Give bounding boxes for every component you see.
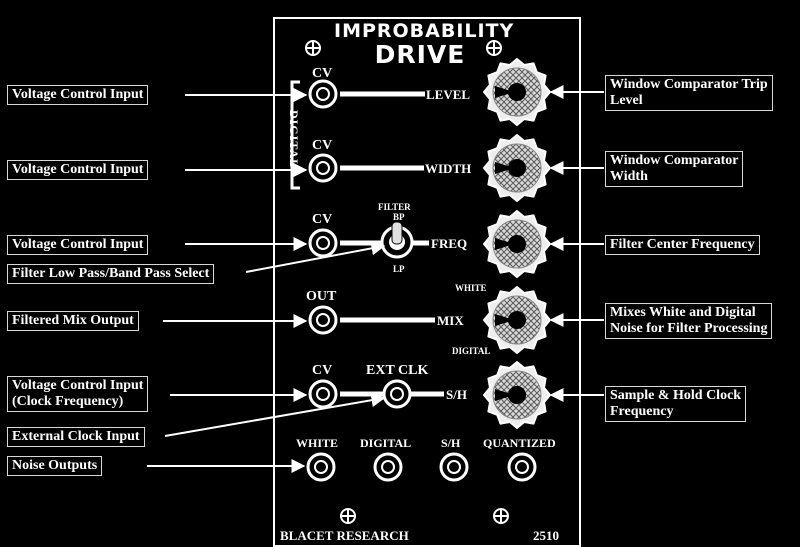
label-out-sh: S/H [441,436,461,450]
callout-text: Filtered Mix Output [12,313,134,328]
callout-sample-hold-clock: Sample & Hold Clock Frequency [605,386,747,422]
jack-cv-sh[interactable] [308,379,338,409]
label-filter: FILTER [378,202,411,212]
label-width: WIDTH [425,161,472,176]
jack-ext-clk[interactable] [382,379,412,409]
callout-noise-outputs: Noise Outputs [7,456,103,476]
callout-text: (Clock Frequency) [12,394,124,409]
jack-out[interactable] [308,305,338,335]
callout-text: Window Comparator [610,153,739,168]
jack-out-quantized[interactable] [507,452,537,482]
label-out-white: WHITE [296,436,339,450]
mounting-screw-icon [305,40,321,56]
callout-external-clock-input: External Clock Input [7,427,145,447]
label-digital-bracket: DIGITAL [287,110,301,169]
knob-sh[interactable] [483,361,551,429]
label-out-digital: DIGITAL [360,436,412,450]
knob-level[interactable] [483,58,551,126]
jack-out-sh[interactable] [439,452,469,482]
callout-text: Noise for Filter Processing [610,321,768,336]
label-sh: S/H [446,387,467,402]
callout-text: Frequency [610,404,674,419]
callout-text: Sample & Hold Clock [610,388,742,403]
callout-mix-white-digital: Mixes White and Digital Noise for Filter… [605,303,773,339]
callout-voltage-control-clock: Voltage Control Input (Clock Frequency) [7,376,149,412]
label-lp: LP [393,264,405,274]
jack-cv-width[interactable] [308,153,338,183]
mounting-screw-icon [340,508,356,524]
callout-text: External Clock Input [12,429,140,444]
module-model: 2510 [533,528,559,543]
callout-text: Mixes White and Digital [610,305,756,320]
callout-filter-select: Filter Low Pass/Band Pass Select [7,264,215,284]
callout-text: Noise Outputs [12,458,98,473]
callout-text: Filter Center Frequency [610,237,755,252]
callout-filter-center-frequency: Filter Center Frequency [605,235,760,255]
knob-width[interactable] [483,134,551,202]
module-brand: BLACET RESEARCH [280,528,409,543]
callout-voltage-control-input-1: Voltage Control Input [7,85,149,105]
callout-window-comparator-width: Window Comparator Width [605,151,744,187]
callout-text: Voltage Control Input [12,87,144,102]
callout-voltage-control-input-3: Voltage Control Input [7,235,149,255]
callout-text: Voltage Control Input [12,162,144,177]
callout-window-comparator-trip: Window Comparator Trip Level [605,75,773,111]
callout-arrows [147,85,604,473]
module-title-line1: IMPROBABILITY [334,20,515,42]
digital-bracket [290,80,300,190]
callout-text: Level [610,93,643,108]
callout-text: Voltage Control Input [12,378,144,393]
callout-text: Window Comparator Trip [610,77,768,92]
callout-voltage-control-input-2: Voltage Control Input [7,160,149,180]
label-ext-clk: EXT CLK [366,363,429,378]
callout-filtered-mix-output: Filtered Mix Output [7,311,139,331]
module-title-line2: DRIVE [374,40,466,69]
callout-text: Voltage Control Input [12,237,144,252]
knob-freq[interactable] [483,210,551,278]
label-out: OUT [306,289,337,304]
label-cv-sh: CV [312,363,333,378]
filter-toggle-switch[interactable] [380,221,414,259]
mounting-screw-icon [486,40,502,56]
knob-mix[interactable] [483,286,551,354]
label-freq: FREQ [431,236,468,251]
label-mix: MIX [437,313,464,328]
jack-cv-freq[interactable] [308,228,338,258]
callout-text: Filter Low Pass/Band Pass Select [12,266,210,281]
jack-out-digital[interactable] [373,452,403,482]
callout-text: Width [610,169,648,184]
label-cv-freq: CV [312,212,333,227]
jack-out-white[interactable] [306,452,336,482]
jack-cv-level[interactable] [308,79,338,109]
mounting-screw-icon [493,508,509,524]
label-mix-digital: DIGITAL [452,346,491,356]
label-cv-width: CV [312,138,333,153]
label-cv-level: CV [312,66,333,81]
label-mix-white: WHITE [455,283,487,293]
label-level: LEVEL [426,87,471,102]
label-out-quantized: QUANTIZED [483,436,556,450]
label-bp: BP [393,212,405,222]
